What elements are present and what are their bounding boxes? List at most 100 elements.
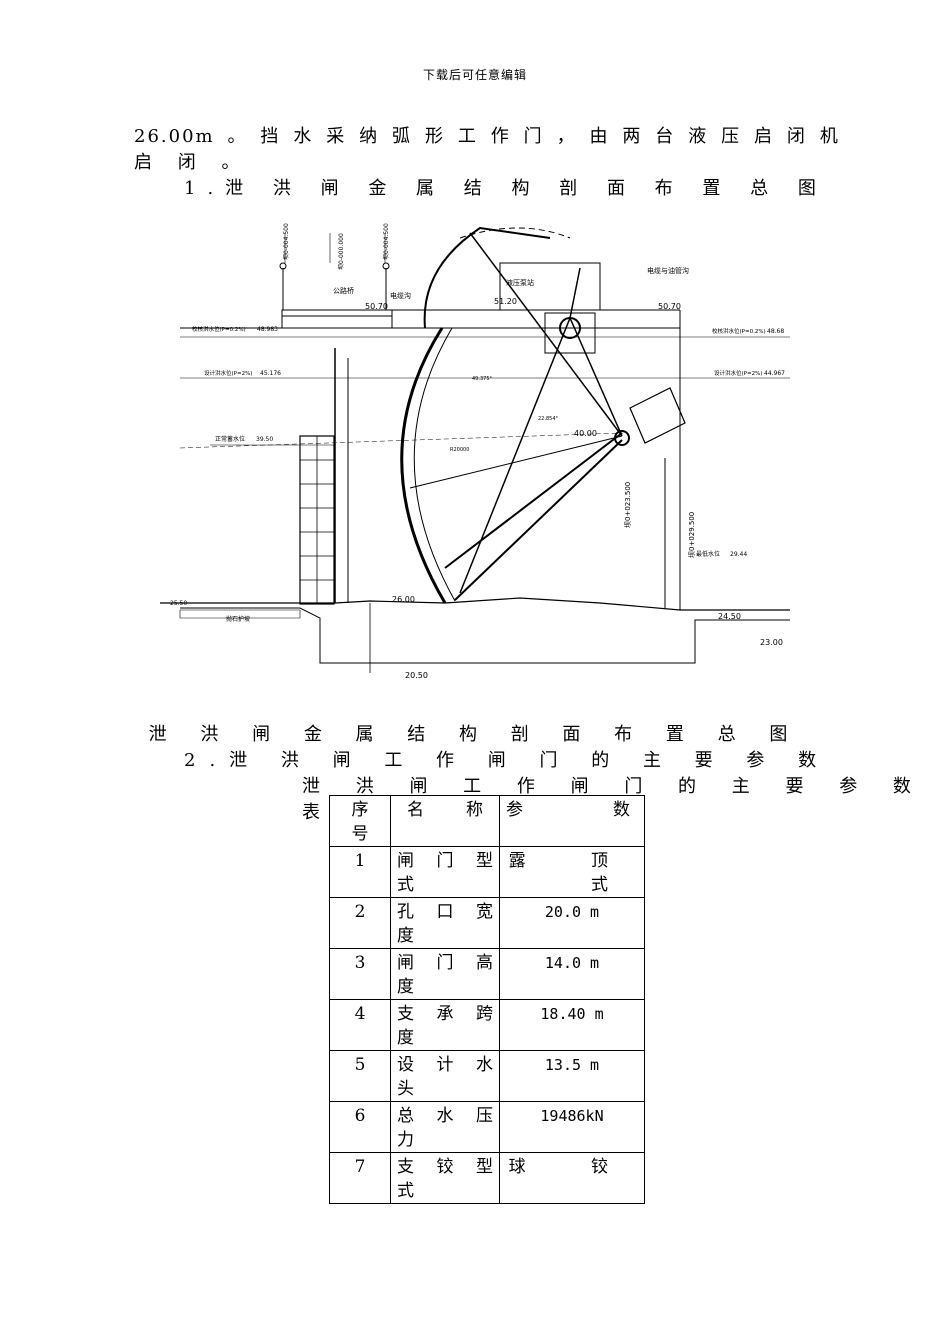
row-name: 支铰型式 — [390, 1152, 500, 1204]
table-header-row: 序 号 名称 参数 — [329, 795, 645, 847]
row-number: 5 — [329, 1050, 391, 1102]
intro-word: 挡 — [260, 126, 281, 147]
row-name-char: 水 — [476, 1055, 493, 1075]
row-name-line1: 支铰型 — [397, 1155, 493, 1179]
table-title: 泄 洪 闸 工 作 闸 门 的 主 要 参 数 表 — [302, 776, 926, 823]
row-name-char: 孔 — [397, 902, 414, 922]
label-axis-029: 坝0+029.500 — [687, 512, 696, 558]
row-name-char: 铰 — [436, 1157, 454, 1177]
intro-word: 。 — [227, 126, 248, 147]
intro-word: 液 — [688, 126, 709, 147]
label-check-flood-right: 校核洪水位(P=0.2%) — [712, 327, 766, 335]
row-name-line2: 力 — [397, 1130, 414, 1150]
label-riprap: 抛石护坡 — [226, 615, 250, 623]
label-hydraulic-station: 液压泵站 — [506, 278, 534, 287]
label-min-tail: 最低水位 — [696, 550, 720, 558]
row-name-char: 支 — [397, 1004, 414, 1024]
row-name-char: 总 — [397, 1106, 414, 1126]
row-name-char: 门 — [436, 953, 454, 973]
intro-word: 形 — [424, 126, 445, 147]
row-number: 2 — [329, 897, 391, 949]
page-header: 下载后可任意编辑 — [422, 68, 527, 82]
bridge-deck — [281, 309, 393, 329]
label-road-bridge: 公路桥 — [333, 286, 354, 295]
intro-line-1: 26.00m。挡水采纳弧形工作门，由两台液压启闭机 — [134, 124, 840, 150]
intro-word: 两 — [622, 126, 643, 147]
row-name: 闸门型式 — [390, 846, 500, 898]
intro-paragraph: 26.00m。挡水采纳弧形工作门，由两台液压启闭机 启 闭 。 — [134, 124, 840, 176]
figure-caption: 泄 洪 闸 金 属 结 构 剖 面 布 置 总 图 — [148, 724, 802, 745]
row-value: 19486kN — [499, 1101, 645, 1153]
row-name-char: 跨 — [476, 1004, 493, 1024]
row-name: 支 承 跨度 — [390, 999, 500, 1051]
row-number: 1 — [329, 846, 391, 898]
label-elev-51-20: 51.20 — [494, 297, 517, 306]
label-elev-40-00: 40.00 — [574, 429, 597, 438]
label-elev-48-983: 48.983 — [257, 326, 278, 333]
label-design-flood-left: 设计洪水位(P=2%) — [204, 369, 252, 377]
label-elev-24-50: 24.50 — [718, 612, 741, 621]
intro-word: 启 — [754, 126, 775, 147]
label-elev-23-00: 23.00 — [760, 638, 783, 647]
label-check-flood-left: 校核洪水位(P=0.2%) — [192, 325, 246, 333]
row-name-char: 压 — [476, 1106, 493, 1126]
spillway-section-drawing: 公路桥 液压泵站 电缆与油管沟 电缆沟 50.70 51.20 50.70 校核… — [160, 223, 790, 680]
row-name-line2: 度 — [397, 926, 414, 946]
row-name-char: 水 — [436, 1106, 454, 1126]
label-pipe-trench: 电缆与油管沟 — [647, 266, 689, 275]
label-normal-level: 正常蓄水位 — [215, 435, 245, 443]
row-value: 18.40 m — [499, 999, 645, 1051]
row-name-line2: 度 — [397, 977, 414, 997]
intro-word: 闭 — [786, 126, 807, 147]
row-name-char: 门 — [436, 851, 454, 871]
row-name-char: 口 — [436, 902, 454, 922]
label-angle-2: 22.854° — [538, 416, 558, 422]
row-name-line1: 闸门型 — [397, 849, 493, 873]
row-name-line1: 设计水 — [397, 1053, 493, 1077]
header-name-a: 名 — [407, 800, 424, 820]
intro-word: 26.00m — [134, 126, 215, 147]
row-name-line1: 总水压 — [397, 1104, 493, 1128]
intro-line-2: 启 闭 。 — [134, 152, 250, 173]
intro-word: 门 — [523, 126, 544, 147]
row-name: 总 水 压力 — [390, 1101, 500, 1153]
row-value: 14.0 m — [499, 948, 645, 1000]
label-elev-29-44: 29.44 — [730, 551, 747, 558]
row-name-char: 闸 — [397, 851, 414, 871]
row-name-char: 设 — [397, 1055, 414, 1075]
intro-word: 由 — [589, 126, 610, 147]
row-name-char: 承 — [436, 1004, 454, 1024]
row-number: 6 — [329, 1101, 391, 1153]
label-axis-023: 坝0+023.500 — [623, 482, 632, 528]
row-name-char: 型 — [476, 1157, 493, 1177]
label-elev-20-50: 20.50 — [405, 671, 428, 680]
row-number: 3 — [329, 948, 391, 1000]
row-name-char: 高 — [476, 953, 493, 973]
intro-word: 工 — [457, 126, 478, 147]
intro-word: 压 — [721, 126, 742, 147]
intro-word: 弧 — [392, 126, 413, 147]
label-radius: R20000 — [450, 447, 469, 453]
row-number: 4 — [329, 999, 391, 1051]
intro-word: 作 — [490, 126, 511, 147]
row-name-char: 闸 — [397, 953, 414, 973]
row-name-line1: 支承跨 — [397, 1002, 493, 1026]
row-value: 露 顶 式 — [499, 846, 645, 898]
label-elev-50-70-right: 50.70 — [658, 302, 681, 311]
label-elev-48-68: 48.68 — [767, 328, 784, 335]
label-elev-44-967: 44.967 — [764, 370, 785, 377]
header-param-a: 参 — [506, 800, 523, 820]
label-elev-45-176: 45.176 — [260, 370, 281, 377]
label-axis-right: 坝0-004.500 — [382, 223, 390, 260]
label-elev-50-70-left: 50.70 — [365, 302, 388, 311]
label-cable-duct: 电缆沟 — [390, 291, 411, 300]
row-name-char: 支 — [397, 1157, 414, 1177]
section-1-title: 1.泄 洪 闸 金 属 结 构 剖 面 布 置 总 图 — [184, 178, 828, 199]
row-name-line2: 式 — [397, 875, 414, 895]
row-name-line2: 度 — [397, 1028, 414, 1048]
